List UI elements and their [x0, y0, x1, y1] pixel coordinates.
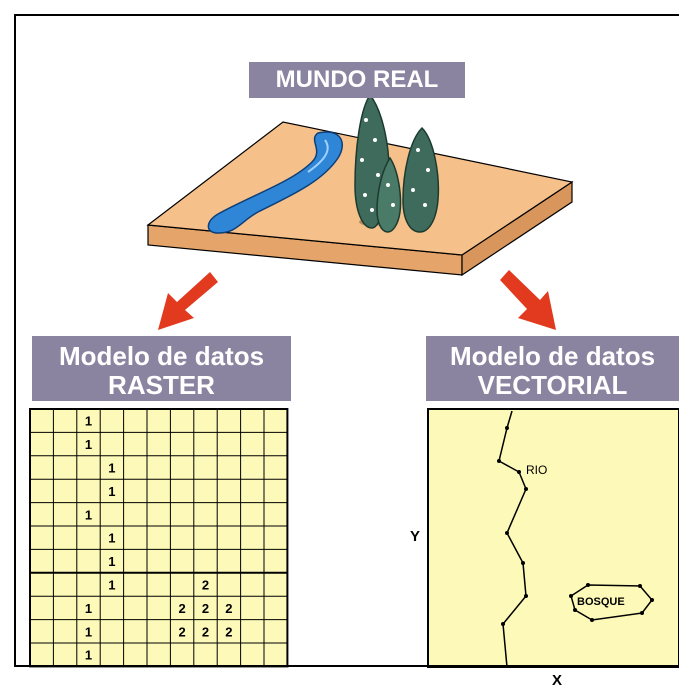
arrow-to-vector [500, 270, 556, 330]
vector-title: Modelo de datos VECTORIAL [426, 336, 679, 401]
y-axis-label: Y [410, 528, 421, 545]
frame-left-border [14, 14, 16, 666]
river-vertices [497, 426, 528, 626]
raster-cell-value: 2 [225, 601, 232, 616]
raster-title-line-1: Modelo de datos [58, 341, 265, 371]
vector-title-line-1: Modelo de datos [449, 341, 656, 371]
river-shape [207, 131, 343, 234]
tree-3 [376, 156, 402, 233]
arrow-to-raster [158, 272, 218, 330]
river-label: RIO [526, 463, 547, 477]
raster-cell-value: 1 [108, 461, 115, 476]
x-axis-label: X [552, 672, 563, 689]
raster-cell-value: 1 [85, 601, 92, 616]
raster-cell-value: 1 [85, 414, 92, 429]
raster-cell-value: 1 [85, 624, 92, 639]
forest-label: BOSQUE [577, 596, 625, 608]
raster-title: Modelo de datos RASTER [32, 336, 291, 401]
vector-title-line-2: VECTORIAL [477, 370, 628, 400]
raster-cell-value: 1 [108, 531, 115, 546]
raster-cell-value: 2 [202, 578, 209, 593]
raster-cell-value: 2 [225, 624, 232, 639]
raster-cell-value: 1 [85, 648, 92, 663]
vector-panel-background [427, 408, 679, 668]
raster-cell-value: 2 [178, 624, 185, 639]
frame-top-border [14, 14, 679, 16]
forest-polygon [570, 584, 653, 621]
river-highlight [307, 139, 329, 173]
raster-cell-value: 1 [85, 437, 92, 452]
raster-cell-value: 2 [202, 601, 209, 616]
raster-cell-value: 1 [108, 578, 115, 593]
raster-cell-value: 1 [108, 554, 115, 569]
raster-title-line-2: RASTER [108, 370, 215, 400]
frame-bottom-border [14, 665, 679, 667]
river-polyline [498, 410, 527, 668]
tree-2 [402, 126, 440, 233]
tree-group [354, 93, 440, 233]
raster-cell-value: 2 [178, 601, 185, 616]
raster-background [29, 408, 289, 668]
real-world-label: MUNDO REAL [249, 62, 465, 98]
raster-cell-value: 1 [85, 507, 92, 522]
raster-cell-value: 2 [202, 624, 209, 639]
raster-cell-value: 1 [108, 484, 115, 499]
forest-vertices [569, 583, 654, 622]
